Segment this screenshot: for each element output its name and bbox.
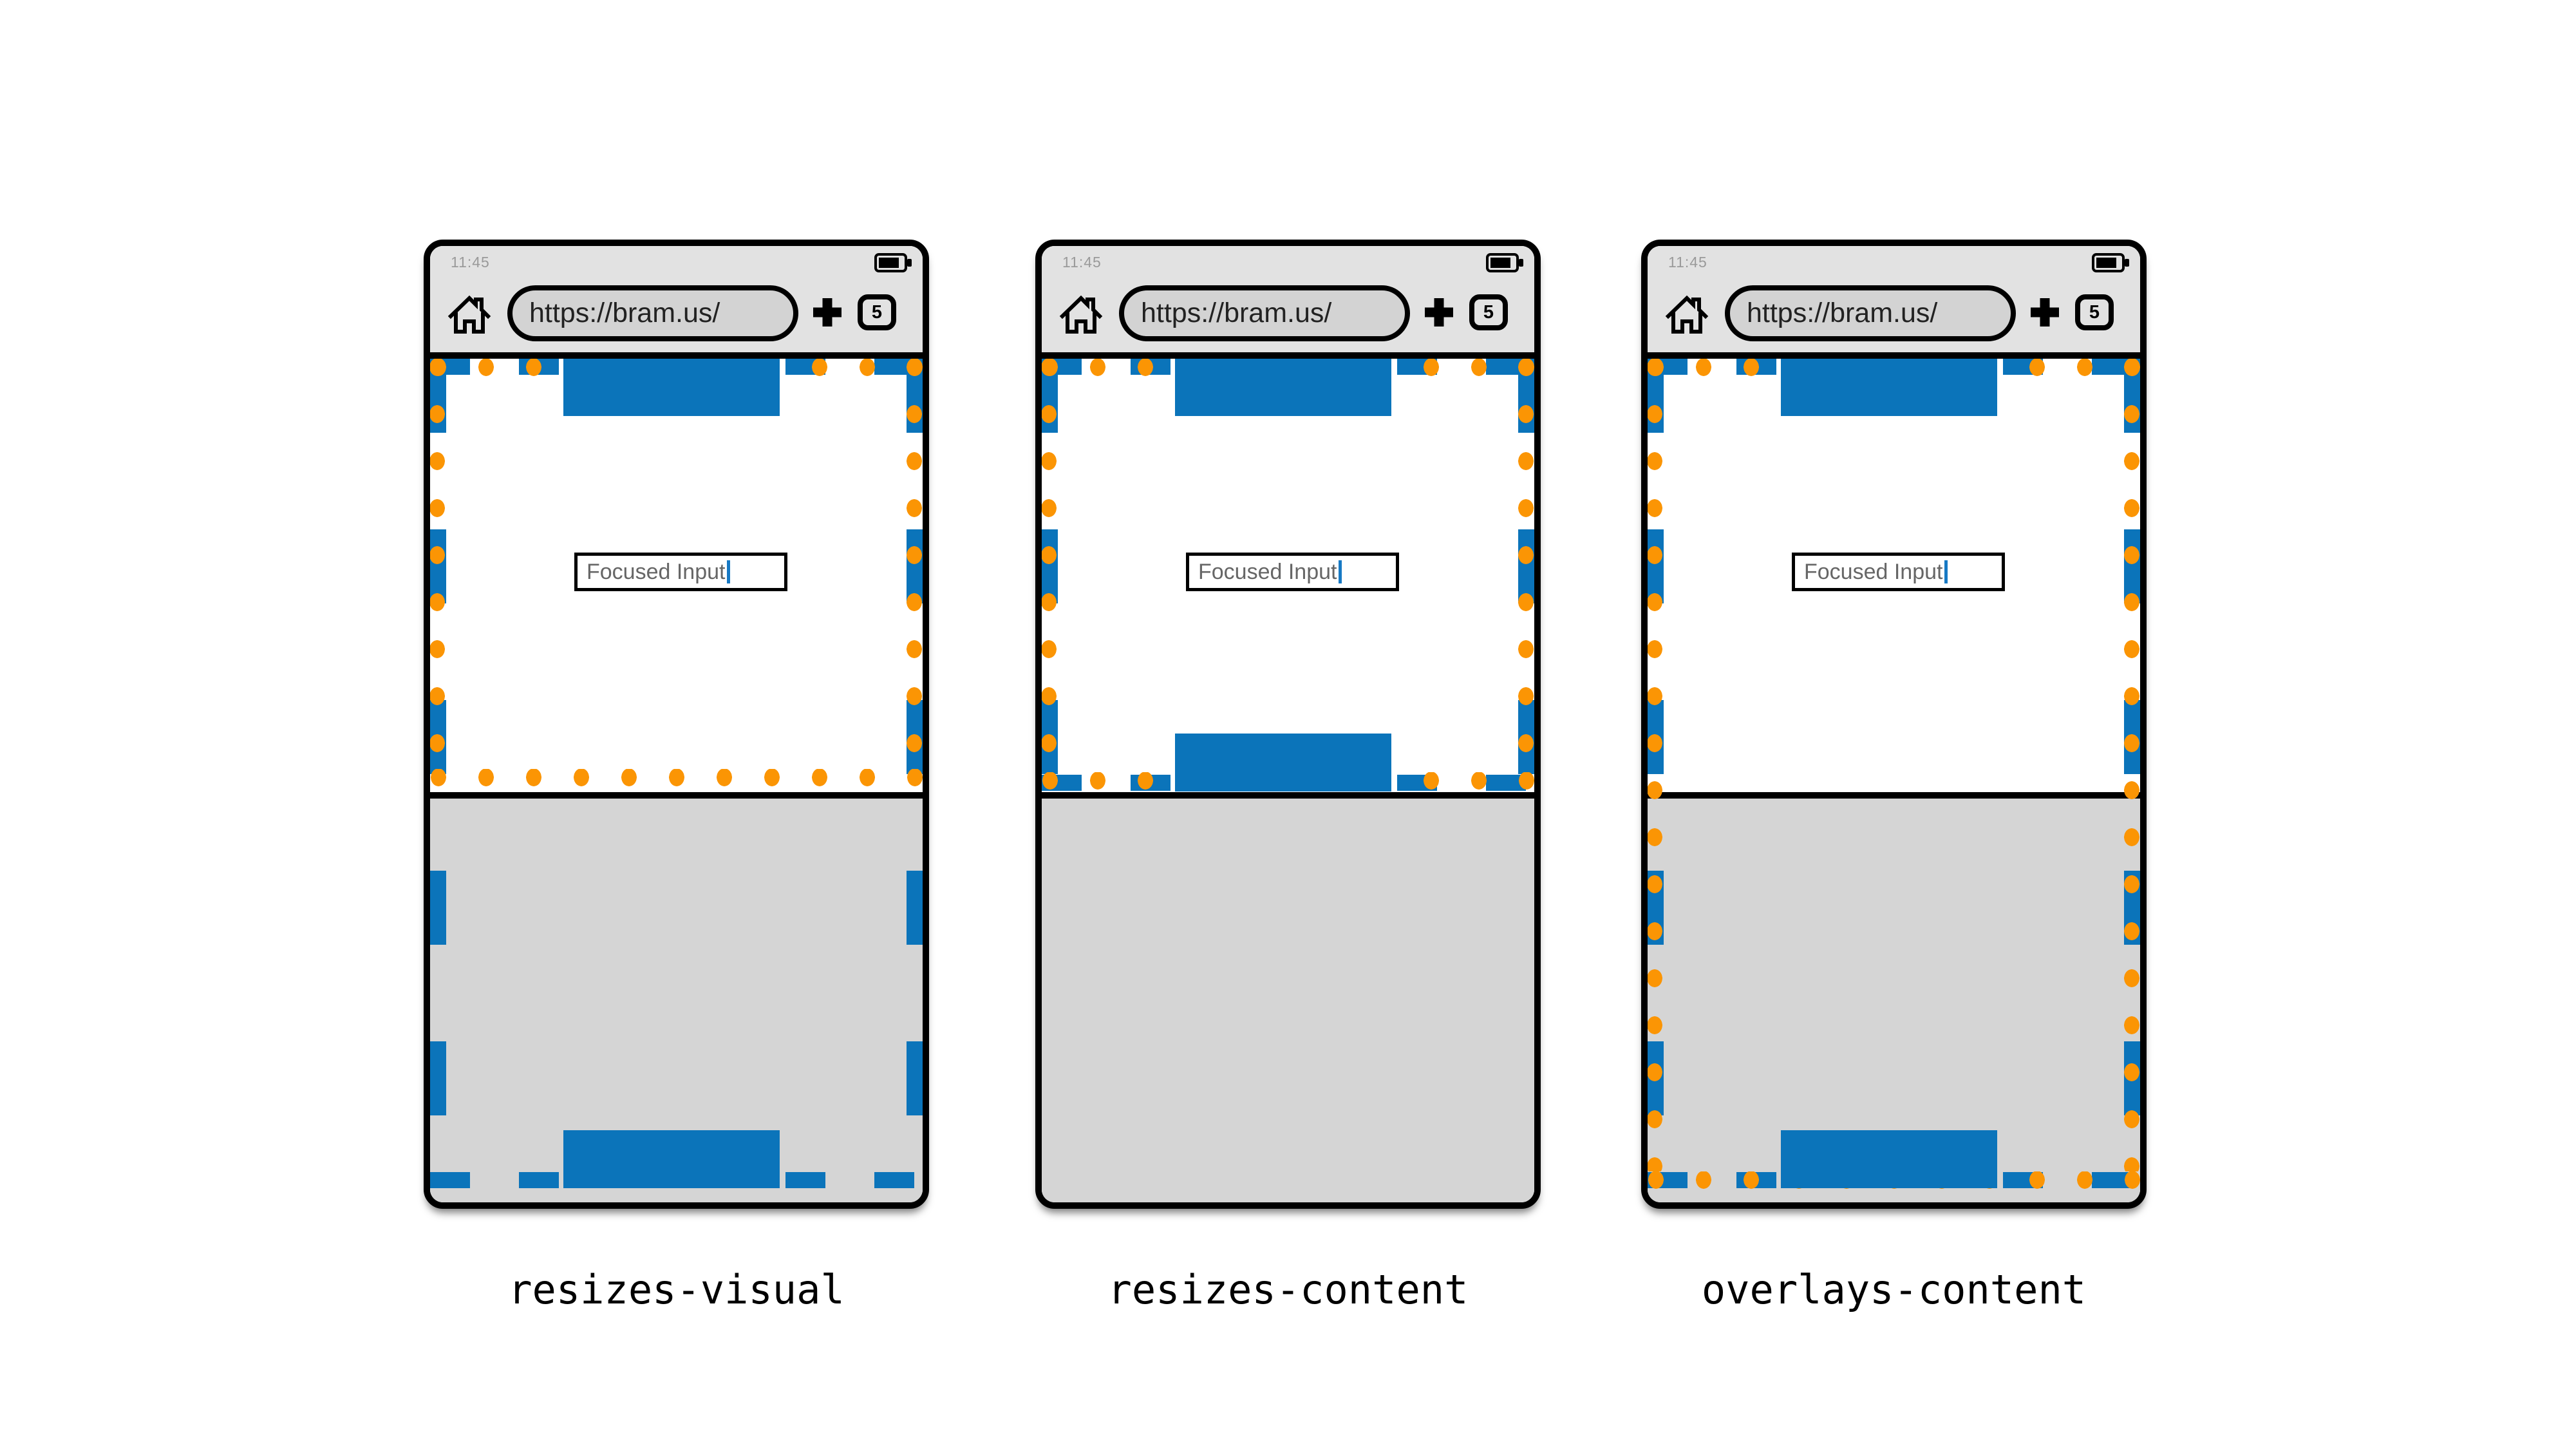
visual-viewport-dots-right — [1518, 359, 1534, 774]
keyboard-divider — [1648, 792, 2140, 799]
tab-counter-button[interactable]: 5 — [2075, 294, 2114, 330]
mode-label-resizes-visual: resizes-visual — [508, 1266, 845, 1313]
home-icon[interactable] — [1059, 292, 1103, 336]
text-caret — [727, 560, 731, 583]
battery-full-icon — [1486, 253, 1523, 272]
tab-counter-button[interactable]: 5 — [1469, 294, 1508, 330]
browser-chrome: 11:45 https://bram.us/ 5 — [1042, 246, 1534, 352]
text-caret — [1339, 560, 1342, 583]
home-icon[interactable] — [447, 292, 491, 336]
toolbar-divider — [430, 352, 923, 359]
url-text: https://bram.us/ — [1141, 298, 1332, 328]
focused-input-value: Focused Input — [1804, 559, 1943, 584]
phone-mockup-resizes-content: Focused Input 11:45 https://bram.us/ — [1035, 240, 1541, 1209]
plus-icon[interactable] — [1424, 298, 1454, 327]
url-bar[interactable]: https://bram.us/ — [1119, 285, 1410, 341]
toolbar-divider — [1648, 352, 2140, 359]
url-bar[interactable]: https://bram.us/ — [507, 285, 798, 341]
page-block-top — [1781, 359, 1997, 416]
battery-full-icon — [874, 253, 912, 272]
page-block-bottom — [1175, 734, 1391, 791]
virtual-keyboard-area — [1042, 799, 1534, 1202]
url-text: https://bram.us/ — [1747, 298, 1938, 328]
visual-viewport-dots-right — [2123, 359, 2140, 1171]
visual-viewport-dots-bottom — [430, 769, 923, 786]
phone-screen: Focused Input 11:45 https://bram.us/ — [1648, 246, 2140, 1202]
focused-input[interactable]: Focused Input — [574, 553, 787, 591]
visual-viewport-dots-left — [430, 359, 446, 774]
tab-count: 5 — [871, 301, 883, 323]
tab-counter-button[interactable]: 5 — [858, 294, 896, 330]
page-block-top — [1175, 359, 1391, 416]
visual-viewport-dots-left — [1042, 359, 1058, 774]
browser-chrome: 11:45 https://bram.us/ 5 — [430, 246, 923, 352]
phone-mockup-resizes-visual: Focused Input 11:45 https://bram.us/ — [424, 240, 929, 1209]
plus-icon[interactable] — [813, 298, 842, 327]
plus-icon[interactable] — [2030, 298, 2060, 327]
toolbar-divider — [1042, 352, 1534, 359]
battery-full-icon — [2092, 253, 2129, 272]
page-block-top — [563, 359, 780, 416]
keyboard-divider — [1042, 792, 1534, 799]
page-block-bottom — [563, 1130, 780, 1188]
status-time: 11:45 — [1668, 254, 1707, 270]
tab-count: 5 — [2089, 301, 2100, 323]
visual-viewport-dots-left — [1648, 359, 1664, 1171]
page-block-bottom — [1781, 1130, 1997, 1188]
tab-count: 5 — [1483, 301, 1494, 323]
browser-chrome: 11:45 https://bram.us/ 5 — [1648, 246, 2140, 352]
phone-screen: Focused Input 11:45 https://bram.us/ — [430, 246, 923, 1202]
status-time: 11:45 — [451, 254, 490, 270]
phone-screen: Focused Input 11:45 https://bram.us/ — [1042, 246, 1534, 1202]
focused-input[interactable]: Focused Input — [1186, 553, 1399, 591]
mode-label-overlays-content: overlays-content — [1701, 1266, 2087, 1313]
home-icon[interactable] — [1665, 292, 1709, 336]
url-text: https://bram.us/ — [529, 298, 720, 328]
mode-label-resizes-content: resizes-content — [1107, 1266, 1469, 1313]
focused-input-value: Focused Input — [1198, 559, 1337, 584]
text-caret — [1944, 560, 1948, 583]
focused-input[interactable]: Focused Input — [1792, 553, 2005, 591]
visual-viewport-dots-right — [906, 359, 923, 774]
url-bar[interactable]: https://bram.us/ — [1725, 285, 2016, 341]
keyboard-divider — [430, 792, 923, 799]
status-time: 11:45 — [1062, 254, 1102, 270]
phone-mockup-overlays-content: Focused Input 11:45 https://bram.us/ — [1641, 240, 2147, 1209]
focused-input-value: Focused Input — [587, 559, 726, 584]
